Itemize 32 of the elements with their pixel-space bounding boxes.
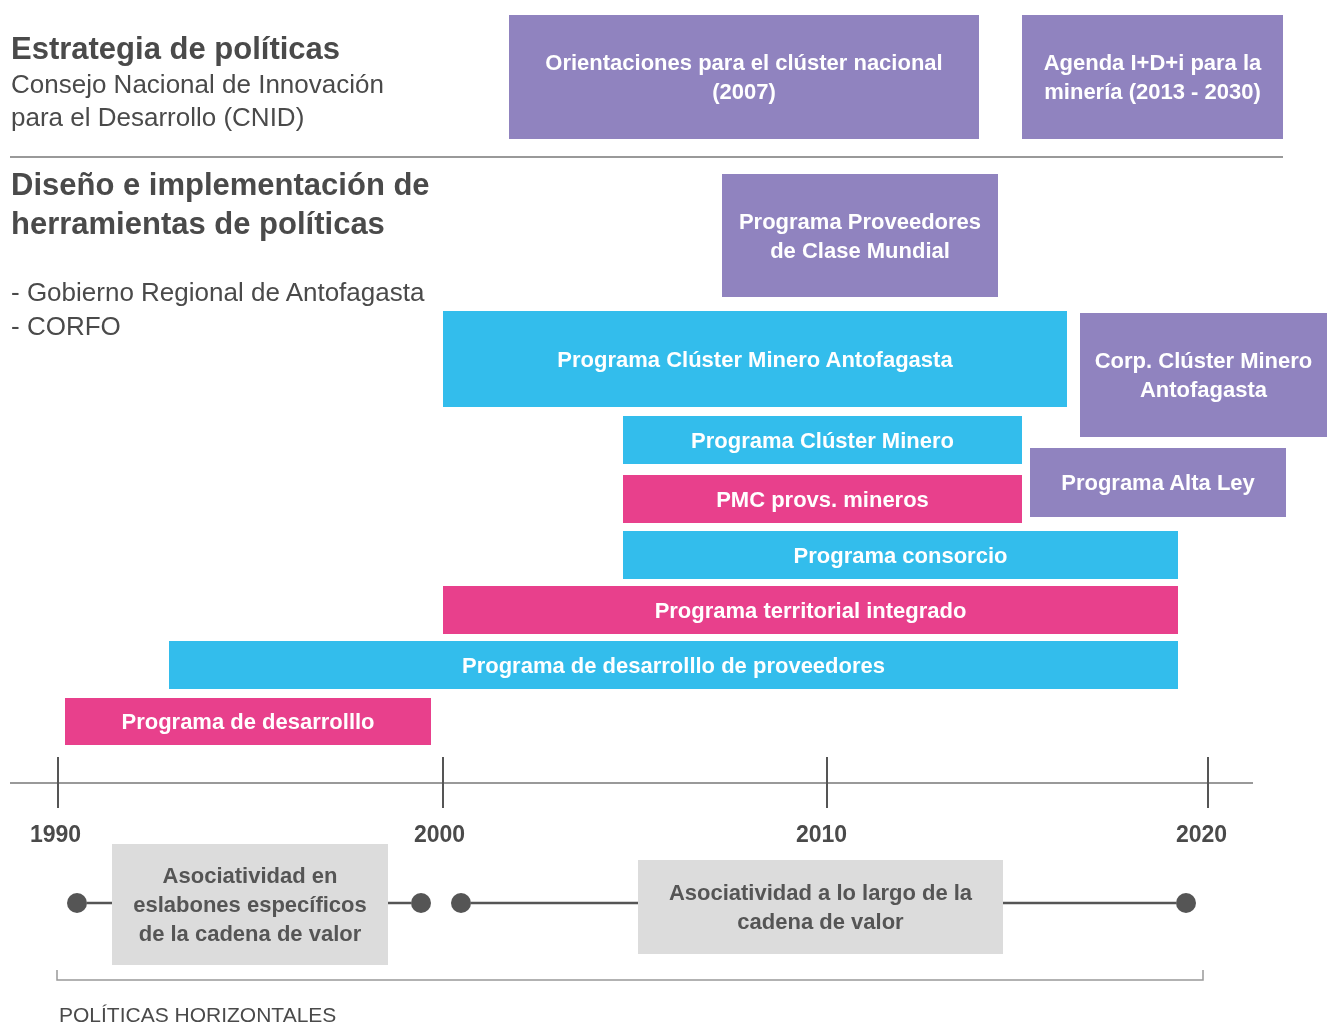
program-bar: PMC provs. mineros [623, 475, 1022, 523]
period-box: Asociatividad a lo largo de la cadena de valor [638, 860, 1003, 954]
section-heading: Estrategia de políticas [11, 30, 342, 68]
connector-line [1003, 901, 1176, 905]
program-bar: Programa consorcio [623, 531, 1178, 579]
program-bar: Programa de desarrolllo [65, 698, 431, 745]
program-bar: Programa Clúster Minero Antofagasta [443, 311, 1067, 407]
list-item: - Gobierno Regional de Antofagasta [11, 276, 426, 309]
connector-line [471, 901, 638, 905]
policy-box: Agenda I+D+i para la minería (2013 - 2030) [1022, 15, 1283, 139]
subheading: Consejo Nacional de Innovación para el Desarrollo (CNID) [11, 68, 385, 133]
year-label: 2020 [1176, 820, 1229, 849]
timeline-dot [411, 893, 431, 913]
program-bar: Programa territorial integrado [443, 586, 1178, 634]
year-label: 1990 [30, 820, 83, 849]
connector-line [388, 901, 411, 905]
connector-line [87, 901, 112, 905]
timeline-dot [451, 893, 471, 913]
timeline-dot [67, 893, 87, 913]
section-heading: Diseño e implementación de herramientas de políticas [11, 166, 431, 243]
period-box: Asociatividad en eslabones específicos de la cadena de valor [112, 844, 388, 965]
year-label: 2010 [796, 820, 849, 849]
list-item: - CORFO [11, 310, 122, 343]
policy-box: Programa Alta Ley [1030, 448, 1286, 517]
year-label: 2000 [414, 820, 467, 849]
policy-box: Orientaciones para el clúster nacional (2007) [509, 15, 979, 139]
bracket-label: POLÍTICAS HORIZONTALES [59, 1002, 338, 1026]
policy-box: Corp. Clúster Minero Antofagasta [1080, 313, 1327, 437]
policy-box: Programa Proveedores de Clase Mundial [722, 174, 998, 297]
program-bar: Programa Clúster Minero [623, 416, 1022, 464]
timeline-dot [1176, 893, 1196, 913]
program-bar: Programa de desarrolllo de proveedores [169, 641, 1178, 689]
